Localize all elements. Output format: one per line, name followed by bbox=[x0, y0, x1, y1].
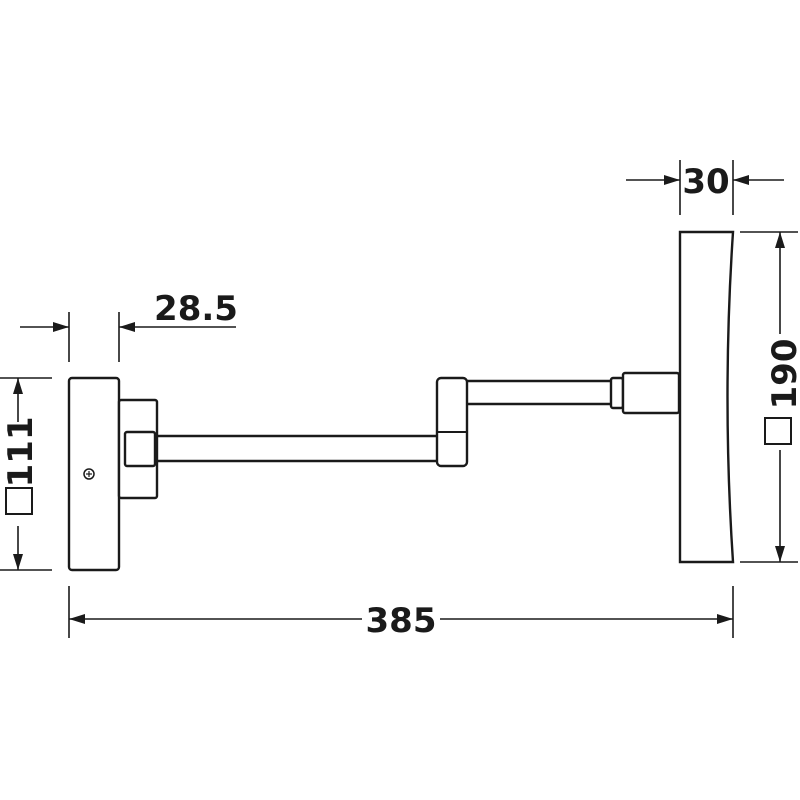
mirror-collar bbox=[609, 371, 681, 415]
screw-icon bbox=[83, 468, 95, 480]
dimension-mirror-square: 190 bbox=[740, 231, 800, 563]
dimension-mount-depth: 28.5 bbox=[20, 289, 238, 362]
square-symbol-icon bbox=[5, 487, 33, 515]
wall-plate bbox=[67, 376, 121, 572]
upper-arm bbox=[467, 379, 622, 406]
dimension-label-top-width: 30 bbox=[682, 162, 729, 202]
dimension-label-base-square: 111 bbox=[1, 417, 41, 488]
mirror-head bbox=[678, 230, 735, 564]
dimension-overall-length: 385 bbox=[68, 586, 734, 641]
dimension-base-square: 111 bbox=[0, 377, 52, 571]
lower-arm bbox=[157, 434, 437, 463]
dimension-label-mount-depth: 28.5 bbox=[154, 289, 238, 329]
dimension-label-mirror-square: 190 bbox=[765, 339, 800, 410]
square-symbol-icon bbox=[764, 417, 792, 445]
wall-hinge bbox=[117, 398, 159, 500]
dimension-top-width: 30 bbox=[626, 160, 784, 215]
dimension-label-overall-length: 385 bbox=[366, 601, 437, 641]
middle-joint bbox=[435, 376, 469, 468]
